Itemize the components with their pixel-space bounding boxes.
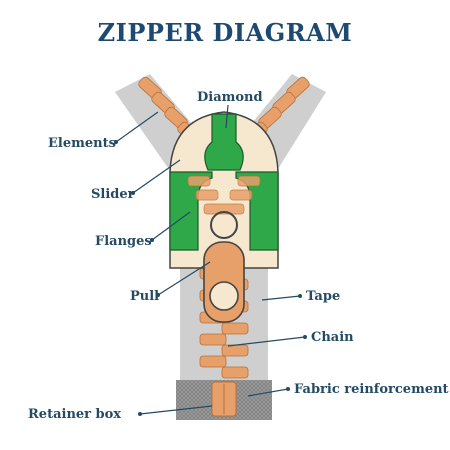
pull-tab bbox=[203, 241, 245, 323]
label-tape: Tape bbox=[306, 289, 340, 304]
label-chain: Chain bbox=[311, 330, 354, 345]
label-diamond: Diamond bbox=[197, 90, 263, 105]
label-slider: Slider bbox=[91, 187, 135, 202]
label-elements: Elements bbox=[48, 136, 116, 151]
label-fabric-reinforcement: Fabric reinforcement bbox=[294, 382, 449, 397]
diamond bbox=[204, 113, 244, 171]
label-flanges: Flanges bbox=[95, 234, 152, 249]
diagram-title: ZIPPER DIAGRAM bbox=[97, 18, 353, 47]
leader-lines bbox=[114, 104, 307, 416]
label-pull: Pull bbox=[130, 289, 159, 304]
slider bbox=[169, 111, 279, 269]
label-retainer-box: Retainer box bbox=[28, 407, 121, 422]
